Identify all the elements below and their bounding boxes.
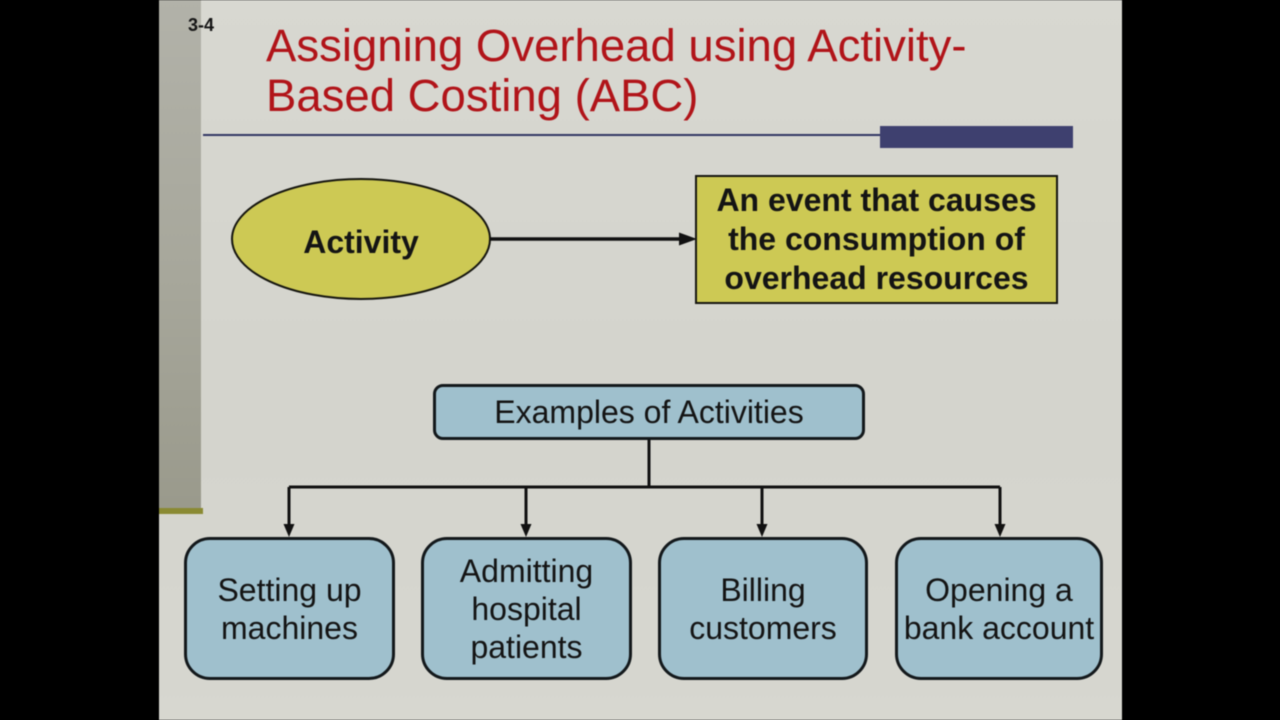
svg-text:Activity: Activity (303, 224, 419, 260)
